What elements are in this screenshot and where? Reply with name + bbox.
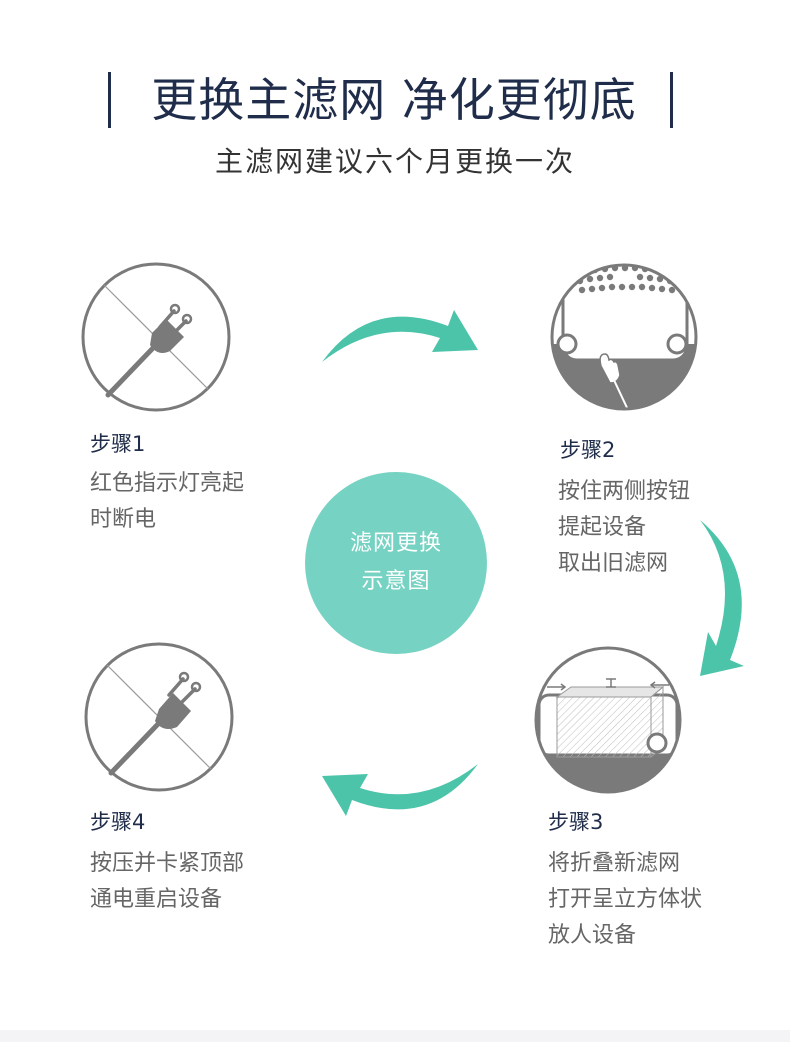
title-row: 更换主滤网 净化更彻底 xyxy=(0,68,790,132)
step3-desc: 将折叠新滤网 打开呈立方体状 放人设备 xyxy=(548,846,702,954)
center-diagram-label: 滤网更换 示意图 xyxy=(305,472,487,654)
step4-line2: 通电重启设备 xyxy=(90,887,223,912)
step4-desc: 按压并卡紧顶部 通电重启设备 xyxy=(90,846,244,918)
step1-line2: 时断电 xyxy=(90,507,157,532)
step2-desc: 按住两侧按钮 提起设备 取出旧滤网 xyxy=(558,474,690,582)
arrow-top-icon xyxy=(322,310,478,362)
lift-device-icon xyxy=(550,263,698,411)
step3-line2: 打开呈立方体状 xyxy=(548,887,703,912)
step2-line3: 取出旧滤网 xyxy=(558,551,669,576)
arrow-bottom-icon xyxy=(322,764,478,816)
step1-desc: 红色指示灯亮起 时断电 xyxy=(90,466,244,538)
step2-line1: 按住两侧按钮 xyxy=(558,479,691,504)
unplug-icon xyxy=(81,262,231,412)
center-label-line1: 滤网更换 xyxy=(349,531,442,556)
step3-line3: 放人设备 xyxy=(548,923,637,948)
arrow-right-icon xyxy=(700,520,744,676)
step4-title: 步骤4 xyxy=(90,810,146,834)
page-title: 更换主滤网 净化更彻底 xyxy=(151,73,637,127)
step4-line1: 按压并卡紧顶部 xyxy=(90,851,245,876)
plug-in-icon xyxy=(84,642,234,792)
bottom-strip xyxy=(0,1030,790,1042)
step2-line2: 提起设备 xyxy=(558,515,647,540)
step2-title: 步骤2 xyxy=(560,438,616,462)
filter-cube-icon xyxy=(534,646,682,794)
center-label-line2: 示意图 xyxy=(361,569,431,594)
step1-line1: 红色指示灯亮起 xyxy=(90,471,245,496)
step3-title: 步骤3 xyxy=(548,810,604,834)
page-subtitle: 主滤网建议六个月更换一次 xyxy=(214,145,575,178)
title-bar-right xyxy=(670,72,673,128)
title-bar-left xyxy=(108,72,111,128)
step1-title: 步骤1 xyxy=(90,432,146,456)
step3-line1: 将折叠新滤网 xyxy=(548,851,681,876)
